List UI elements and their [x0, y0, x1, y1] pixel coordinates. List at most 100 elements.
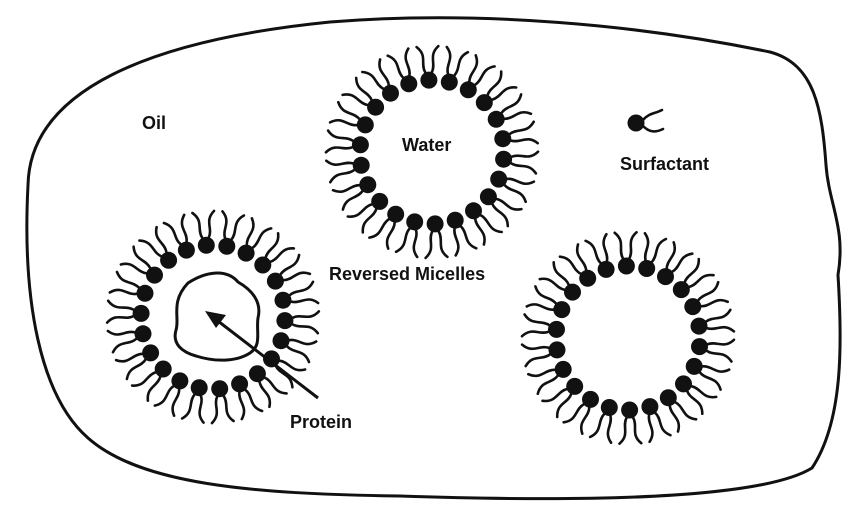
surfactant-molecule — [495, 151, 538, 174]
surfactant-tail — [461, 226, 477, 248]
surfactant-tail — [266, 233, 279, 257]
surfactant-head — [387, 206, 404, 223]
surfactant-head — [579, 270, 596, 287]
surfactant-head — [447, 212, 464, 229]
surfactant-tail — [396, 228, 410, 251]
surfactant-head — [476, 94, 493, 111]
surfactant-tail — [289, 340, 316, 344]
surfactant-head — [371, 193, 388, 210]
surfactant-head — [548, 321, 565, 338]
surfactant-tail — [655, 413, 670, 435]
surfactant-head — [686, 358, 703, 375]
surfactant-tail — [330, 170, 354, 182]
surfactant-head — [160, 252, 177, 269]
surfactant-head — [367, 99, 384, 116]
surfactant-head — [691, 318, 708, 335]
surfactant-tail — [369, 219, 389, 238]
surfactant-molecule — [691, 338, 734, 361]
surfactant-tail — [645, 233, 648, 260]
surfactant-tail — [417, 47, 426, 73]
surfactant-tail — [439, 231, 448, 257]
surfactant-tail — [480, 215, 501, 232]
surfactant-head — [211, 380, 228, 397]
surfactant-tail — [426, 232, 433, 258]
surfactant-tail — [687, 391, 702, 414]
surfactant-tail — [492, 87, 516, 99]
surfactant-tail — [356, 78, 372, 100]
surfactant-head — [353, 157, 370, 174]
surfactant-tail — [501, 94, 521, 113]
surfactant-tail — [270, 248, 294, 261]
surfactant-tail — [333, 185, 360, 192]
surfactant-tail — [535, 286, 556, 303]
surfactant-head — [254, 257, 271, 274]
surfactant-head — [441, 74, 458, 91]
surfactant-head — [488, 111, 505, 128]
surfactant-tail — [108, 331, 135, 335]
surfactant-tail — [343, 191, 363, 210]
surfactant-tail — [554, 262, 569, 285]
surfactant-tail — [117, 272, 139, 288]
surfactant-head — [555, 361, 572, 378]
surfactant-tail — [511, 152, 538, 157]
surfactant-tail — [620, 418, 627, 444]
surfactant-tail — [675, 402, 696, 419]
surfactant-tail — [148, 377, 161, 401]
surfactant-head — [146, 267, 163, 284]
surfactant-tail — [475, 219, 484, 245]
surfactant-tail — [615, 233, 623, 259]
surfactant-tail — [557, 394, 571, 417]
surfactant-tail — [107, 316, 133, 322]
surfactant-tail — [505, 185, 526, 202]
surfactant-tail — [343, 94, 368, 105]
surfactant-tail — [247, 218, 254, 245]
surfactant-tail — [328, 131, 353, 141]
surfactant-tail — [116, 354, 142, 362]
surfactant-tail — [110, 290, 137, 294]
surfactant-tail — [543, 389, 568, 401]
surfactant-tail — [689, 275, 714, 287]
surfactant-tail — [511, 139, 538, 143]
surfactant-tail — [507, 179, 534, 184]
surfactant-head — [564, 284, 581, 301]
surfactant-head — [660, 389, 677, 406]
surfactant-tail — [284, 273, 310, 281]
surfactant-tail — [672, 254, 692, 272]
water-label: Water — [402, 135, 451, 155]
surfactant-molecule — [326, 131, 369, 154]
surfactant-tail — [432, 46, 439, 72]
surfactant-tail — [488, 72, 502, 96]
surfactant-tail — [447, 47, 450, 74]
surfactant-tail — [608, 416, 611, 443]
surfactant-head — [601, 399, 618, 416]
surfactant-head — [238, 245, 255, 262]
surfactant-head — [641, 398, 658, 415]
surfactant-head — [638, 260, 655, 277]
surfactant-tail — [510, 122, 534, 134]
surfactant-molecule — [211, 380, 233, 423]
surfactant-head — [218, 238, 235, 255]
surfactant-tail — [406, 49, 410, 76]
surfactant-head — [198, 237, 215, 254]
surfactant-tail — [290, 282, 313, 296]
surfactant-molecule — [686, 358, 730, 390]
surfactant-head — [275, 292, 292, 309]
surfactant-tail — [526, 354, 550, 366]
surfactant-head — [249, 365, 266, 382]
surfactant-molecule — [417, 46, 439, 89]
surfactant-tail — [577, 245, 586, 271]
surfactant-tail — [590, 414, 604, 437]
surfactant-tail — [525, 315, 550, 326]
surfactant-tail — [338, 102, 359, 119]
surfactant-head — [276, 312, 293, 329]
surfactant-head — [566, 378, 583, 395]
surfactant-molecule — [620, 402, 642, 444]
surfactant-tail — [670, 406, 679, 432]
surfactant-tail — [528, 370, 555, 376]
surfactant-head — [137, 285, 154, 302]
surfactant-tail — [362, 72, 383, 89]
surfactant-tail — [173, 389, 180, 416]
surfactant-head — [171, 372, 188, 389]
surfactant-tail — [685, 259, 699, 282]
surfactant-tail — [511, 163, 536, 173]
